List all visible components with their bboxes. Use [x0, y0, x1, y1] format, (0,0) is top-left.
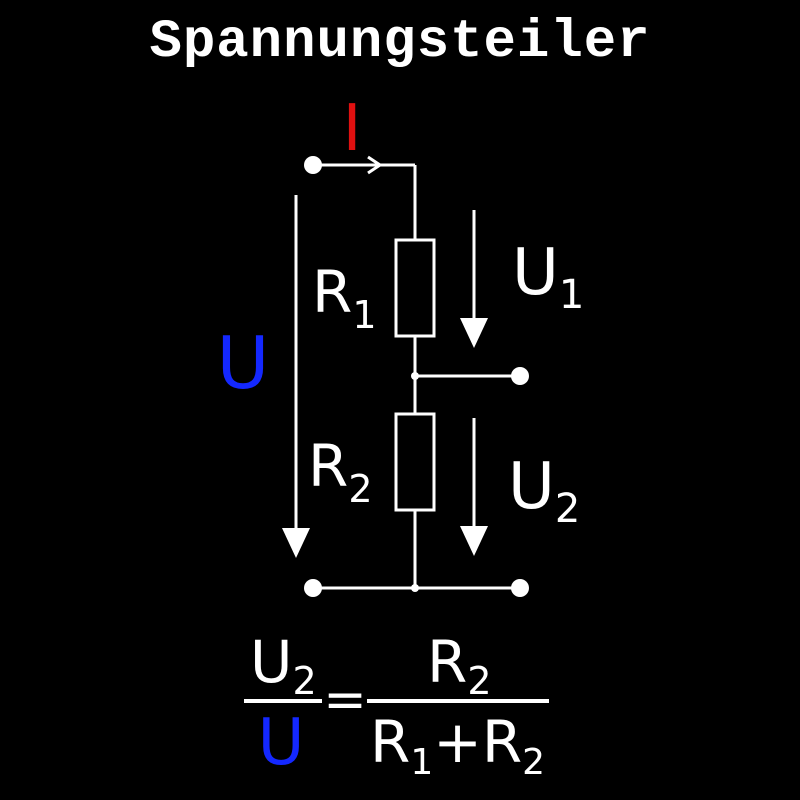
resistor-r1	[394, 238, 436, 338]
formula-rhs-denominator: R1+R2	[370, 708, 545, 783]
resistor-r2	[394, 412, 436, 512]
formula-lhs-denominator: U	[258, 706, 305, 780]
r1-label: R1	[312, 258, 377, 337]
terminal-bottom-left	[304, 579, 322, 597]
u2-arrowhead-icon	[460, 526, 488, 556]
junction-node-middle	[411, 372, 419, 380]
current-direction-arrow-icon	[367, 155, 383, 175]
diagram-title: Spannungsteiler	[149, 12, 651, 73]
terminal-top-left	[304, 156, 322, 174]
u2-label: U2	[508, 450, 580, 532]
formula: U2 U = R2 R1+R2	[244, 628, 549, 783]
u1-label: U1	[512, 236, 584, 318]
formula-rhs-numerator: R2	[427, 628, 492, 703]
total-voltage-label: U	[217, 321, 270, 405]
formula-lhs-numerator: U2	[250, 628, 317, 703]
terminal-bottom-right	[511, 579, 529, 597]
r2-label: R2	[308, 432, 373, 511]
formula-equals-sign: =	[323, 670, 367, 730]
u1-arrowhead-icon	[460, 318, 488, 348]
terminal-middle-right	[511, 367, 529, 385]
junction-node-bottom	[411, 584, 419, 592]
total-voltage-arrowhead-icon	[282, 528, 310, 558]
current-label: I	[343, 92, 362, 166]
